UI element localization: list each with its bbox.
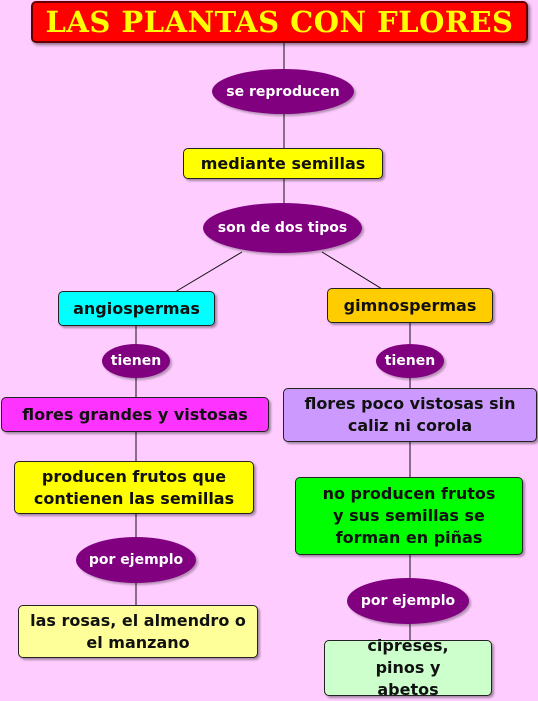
connector [174,251,243,293]
concept-mediante-semillas: mediante semillas [183,148,383,179]
concept-producen-frutos: producen frutos que contienen las semill… [14,461,254,514]
concept-ejemplos-gimnospermas: cipreses, pinos y abetos [324,636,492,699]
link-son-de-dos-tipos: son de dos tipos [203,203,362,253]
link-tienen-right: tienen [376,344,444,378]
concept-ejemplos-angiospermas: las rosas, el almendro o el manzano [18,605,258,658]
link-se-reproducen: se reproducen [212,69,354,114]
concept-gimnospermas: gimnospermas [327,288,493,323]
link-tienen-left: tienen [102,344,170,378]
concept-no-producen-frutos: no producen frutos y sus semillas se for… [295,477,523,555]
concept-flores-grandes: flores grandes y vistosas [1,397,269,432]
map-title: LAS PLANTAS CON FLORES [31,1,528,43]
link-por-ejemplo-left: por ejemplo [76,537,196,583]
connector [321,251,383,290]
link-por-ejemplo-right: por ejemplo [347,578,469,624]
concept-flores-poco-vistosas: flores poco vistosas sin caliz ni corola [283,388,537,442]
concept-angiospermas: angiospermas [58,291,215,326]
